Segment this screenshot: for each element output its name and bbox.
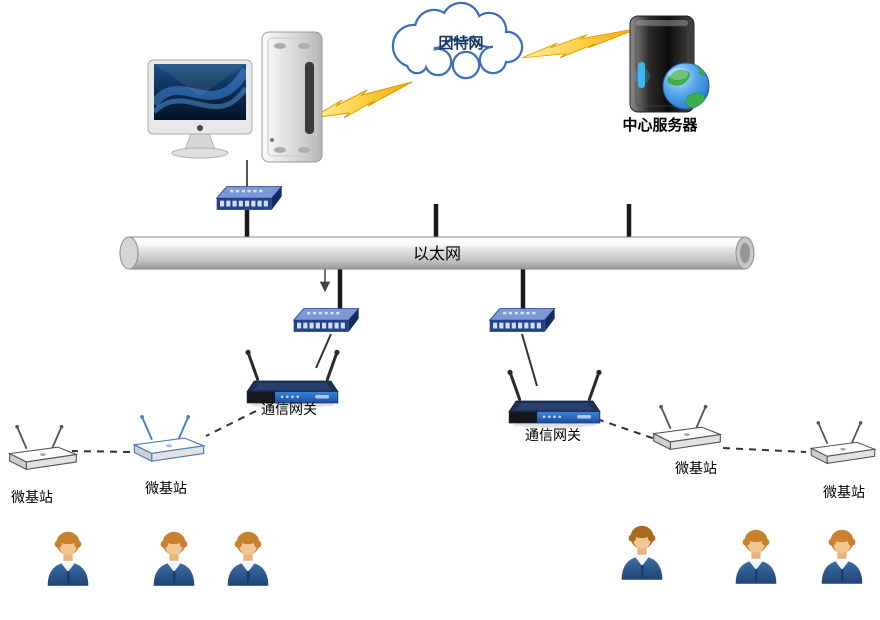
lightning-bolt-workstation-internet [311, 81, 413, 119]
base-station-1: 微基站 [8, 424, 78, 505]
dashed-link-gateway-right-bs3 [596, 418, 656, 440]
dashed-link-bs3-bs4 [722, 447, 807, 453]
switch-left-icon [293, 308, 360, 333]
lightning-bolt-internet-server [521, 27, 641, 59]
base-station-1-icon [8, 424, 78, 471]
switch-right-icon [489, 308, 556, 333]
monitor-icon [147, 59, 253, 159]
user-avatar-6 [821, 529, 863, 584]
internet-cloud: 因特网 [391, 1, 524, 80]
base-station-2-icon [133, 414, 205, 463]
switch-top-icon [216, 186, 283, 211]
central-server: 中心服务器 [622, 15, 710, 134]
gateway-right-icon [505, 368, 604, 429]
base-station-2-label: 微基站 [145, 480, 187, 496]
base-station-3-label: 微基站 [675, 460, 717, 476]
user-avatar-1 [47, 531, 89, 586]
user-avatar-2 [153, 531, 195, 586]
apple-logo [197, 125, 203, 131]
gateway-left-label: 通信网关 [261, 401, 317, 417]
base-station-3: 微基站 [652, 404, 722, 476]
user-avatar-3 [227, 531, 269, 586]
ethernet-label: 以太网 [413, 245, 461, 263]
gateway-left-icon [243, 348, 342, 409]
globe-icon [662, 62, 710, 110]
switch-right-to-gateway-link [521, 333, 538, 387]
user-avatar-5 [735, 529, 777, 584]
gateway-left: 通信网关 [243, 348, 342, 417]
internet-label: 因特网 [438, 34, 483, 52]
base-station-4-label: 微基站 [823, 484, 865, 500]
user-avatar-4 [621, 525, 663, 580]
dashed-link-gateway-left-bs2 [205, 410, 257, 437]
ethernet-bus: 以太网 [119, 236, 755, 270]
base-station-3-icon [652, 404, 722, 451]
base-station-1-label: 微基站 [11, 489, 53, 505]
central-server-label: 中心服务器 [622, 116, 698, 134]
base-station-2: 微基站 [133, 414, 205, 496]
dashed-link-bs2-bs1 [71, 450, 131, 453]
base-station-4-icon [810, 420, 876, 465]
computer-tower-icon [261, 31, 323, 163]
user-avatars [47, 525, 863, 586]
base-station-4: 微基站 [810, 420, 876, 500]
switch-left-to-gateway-link [315, 333, 332, 369]
connector-lines [71, 160, 807, 453]
gateway-right-label: 通信网关 [525, 427, 581, 443]
workstation [147, 31, 323, 163]
gateway-right: 通信网关 [505, 368, 604, 443]
